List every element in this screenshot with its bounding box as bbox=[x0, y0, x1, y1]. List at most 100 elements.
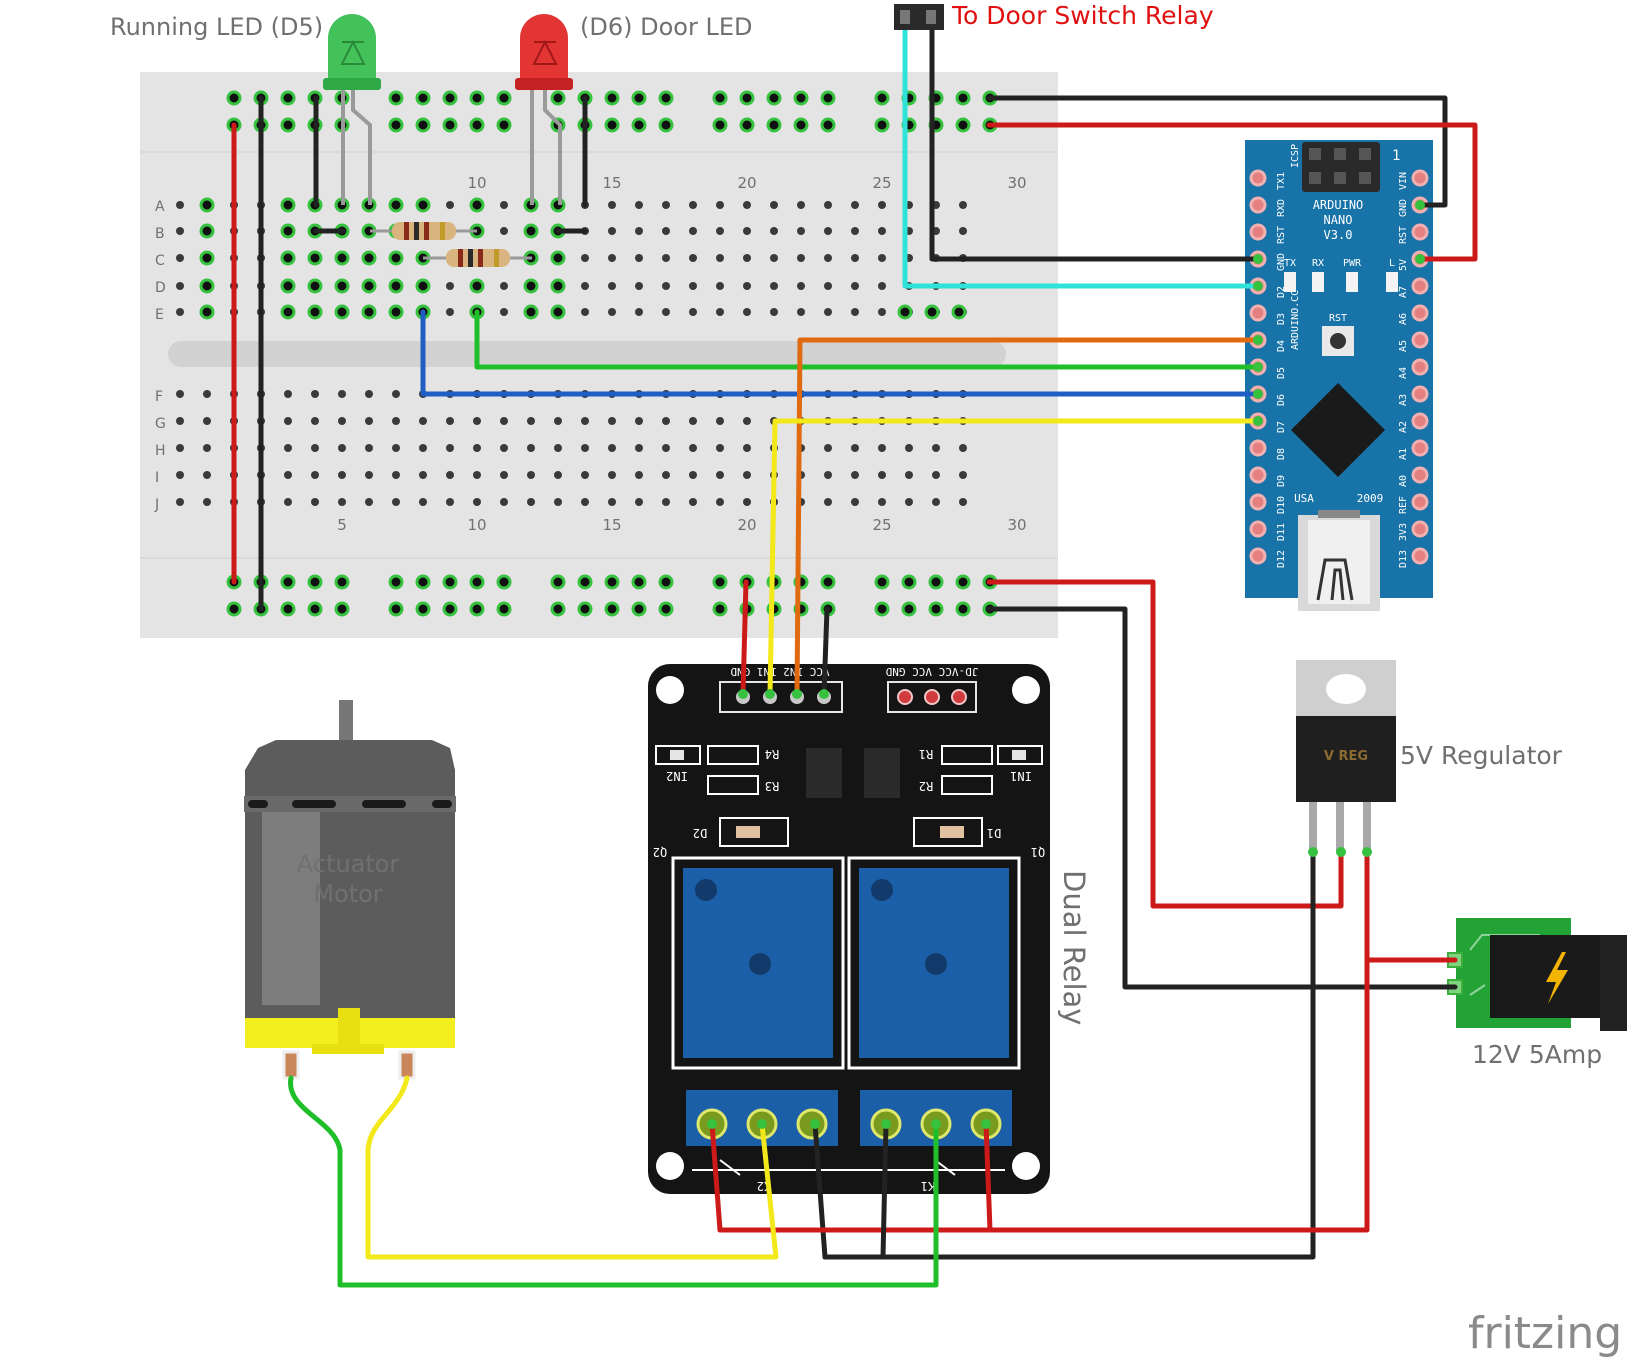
breadboard-hole bbox=[932, 471, 940, 479]
part-label: IN2 bbox=[666, 769, 688, 783]
breadboard-hole bbox=[604, 601, 620, 617]
part-label: R1 bbox=[919, 747, 933, 761]
wire-red-reg-out bbox=[986, 579, 1344, 909]
arduino-pin bbox=[1249, 520, 1267, 538]
breadboard-hole bbox=[392, 498, 400, 506]
arduino-pin bbox=[1249, 547, 1267, 565]
breadboard-hole bbox=[527, 444, 535, 452]
arduino-pin-label: A5 bbox=[1398, 340, 1409, 352]
breadboard-hole bbox=[635, 227, 643, 235]
pin1-marker: 1 bbox=[1392, 148, 1400, 164]
breadboard-hole bbox=[716, 471, 724, 479]
breadboard-hole bbox=[824, 201, 832, 209]
arduino-pin-label: A6 bbox=[1398, 313, 1409, 325]
breadboard-hole bbox=[176, 254, 184, 262]
arduino-pin bbox=[1411, 412, 1429, 430]
breadboard-hole bbox=[307, 250, 323, 266]
breadboard-hole bbox=[523, 304, 539, 320]
breadboard-hole bbox=[743, 282, 751, 290]
breadboard-hole bbox=[608, 227, 616, 235]
breadboard-hole bbox=[496, 90, 512, 106]
arduino-pin-label: D6 bbox=[1276, 394, 1287, 406]
arduino-pin bbox=[1411, 547, 1429, 565]
breadboard-hole bbox=[415, 601, 431, 617]
breadboard-hole bbox=[176, 308, 184, 316]
breadboard-hole bbox=[284, 390, 292, 398]
reset-button-cap[interactable] bbox=[1330, 333, 1346, 349]
breadboard-hole bbox=[955, 90, 971, 106]
breadboard-hole bbox=[442, 117, 458, 133]
wire-end bbox=[1308, 847, 1318, 857]
breadboard-hole bbox=[280, 304, 296, 320]
breadboard-hole bbox=[874, 601, 890, 617]
breadboard-hole bbox=[500, 227, 508, 235]
breadboard-hole bbox=[928, 574, 944, 590]
actuator-motor: Actuator Motor bbox=[244, 700, 456, 1080]
wire-red-relay-vcc bbox=[740, 579, 749, 697]
breadboard-hole bbox=[662, 417, 670, 425]
l-led bbox=[1386, 272, 1398, 292]
arduino-pin-label: GND bbox=[1276, 253, 1287, 271]
led-label-l: L bbox=[1389, 258, 1395, 269]
breadboard-hole bbox=[955, 117, 971, 133]
breadboard-hole bbox=[716, 444, 724, 452]
breadboard-hole bbox=[716, 498, 724, 506]
breadboard-hole bbox=[689, 254, 697, 262]
breadboard-hole bbox=[874, 90, 890, 106]
breadboard-hole bbox=[307, 601, 323, 617]
breadboard-hole bbox=[307, 574, 323, 590]
motor-label-line2: Motor bbox=[313, 880, 382, 908]
wire-end bbox=[819, 689, 829, 699]
dual-relay-label: Dual Relay bbox=[1057, 870, 1091, 1025]
arduino-pin-label: 3V3 bbox=[1398, 523, 1409, 541]
breadboard-hole bbox=[496, 574, 512, 590]
breadboard-hole bbox=[392, 471, 400, 479]
dc-power-jack bbox=[1447, 918, 1627, 1031]
breadboard-hole bbox=[523, 223, 539, 239]
breadboard-hole bbox=[334, 250, 350, 266]
arduino-title-line: NANO bbox=[1324, 213, 1353, 227]
arduino-pin bbox=[1249, 223, 1267, 241]
breadboard-hole bbox=[658, 574, 674, 590]
breadboard-hole bbox=[716, 227, 724, 235]
row-letter: D bbox=[155, 280, 166, 296]
regulator-marking: V REG bbox=[1324, 749, 1368, 764]
dual-relay-module: VCC IN2 IN1 GND JD-VCC VCC GND IN2 IN1 R… bbox=[648, 664, 1050, 1194]
breadboard-hole bbox=[878, 227, 886, 235]
column-number: 15 bbox=[602, 174, 621, 192]
breadboard-hole bbox=[689, 308, 697, 316]
breadboard-hole bbox=[635, 417, 643, 425]
wire-red-k1 bbox=[983, 1121, 993, 1233]
row-letter: A bbox=[155, 199, 165, 215]
breadboard-hole bbox=[924, 304, 940, 320]
breadboard-hole bbox=[311, 417, 319, 425]
breadboard-hole bbox=[199, 223, 215, 239]
breadboard-hole bbox=[523, 278, 539, 294]
breadboard-hole bbox=[554, 444, 562, 452]
wire-red-12v bbox=[709, 849, 1370, 1233]
breadboard-hole bbox=[739, 117, 755, 133]
led-label-pwr: PWR bbox=[1343, 258, 1362, 269]
breadboard-hole bbox=[280, 197, 296, 213]
breadboard-hole bbox=[577, 574, 593, 590]
breadboard-hole bbox=[500, 417, 508, 425]
breadboard-hole bbox=[581, 417, 589, 425]
breadboard-hole bbox=[770, 282, 778, 290]
breadboard-hole bbox=[959, 471, 967, 479]
arduino-pin-label: RST bbox=[1276, 226, 1287, 244]
row-letter: G bbox=[155, 416, 166, 432]
breadboard-hole bbox=[280, 574, 296, 590]
breadboard-hole bbox=[527, 417, 535, 425]
breadboard-hole bbox=[473, 498, 481, 506]
breadboard-hole bbox=[338, 471, 346, 479]
breadboard-hole bbox=[662, 471, 670, 479]
breadboard-hole bbox=[199, 278, 215, 294]
breadboard-hole bbox=[203, 444, 211, 452]
breadboard-hole bbox=[496, 601, 512, 617]
breadboard-hole bbox=[689, 498, 697, 506]
breadboard-hole bbox=[851, 444, 859, 452]
breadboard-hole bbox=[608, 282, 616, 290]
voltage-regulator: V REG bbox=[1296, 660, 1396, 852]
wire-end bbox=[707, 1119, 717, 1129]
